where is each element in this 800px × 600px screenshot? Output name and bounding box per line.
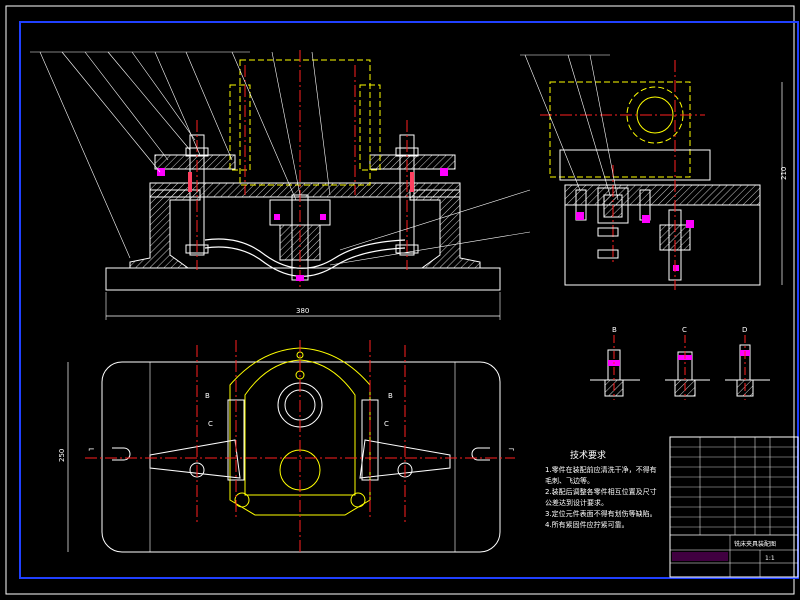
overall-width-dimension: 380: [296, 307, 309, 315]
svg-text:C: C: [208, 420, 213, 428]
notes-title: 技术要求: [570, 449, 606, 461]
note-line-2: 毛刺、飞边等。: [545, 476, 594, 485]
drawing-frame: [19, 21, 799, 579]
note-line-4: 公差达到设计要求。: [545, 498, 608, 507]
title-block-scale: 1:1: [765, 555, 775, 562]
svg-text:B: B: [388, 392, 393, 400]
title-block-title: 铣床夹具装配图: [734, 540, 776, 548]
drawing-border: [5, 5, 795, 595]
svg-text:¬: ¬: [508, 445, 515, 454]
svg-text:⌐: ⌐: [88, 445, 95, 454]
top-view: 250 ⌐ ¬ B B C C: [58, 340, 515, 555]
title-block: 铣床夹具装配图 1:1: [669, 436, 799, 578]
side-view: 210: [520, 54, 788, 290]
section-label-d: D: [742, 326, 747, 334]
section-label-c: C: [682, 326, 687, 334]
note-line-1: 1.零件在装配前应清洗干净，不得有: [545, 465, 657, 474]
section-label-b: B: [612, 326, 617, 334]
note-line-6: 4.所有紧固件应拧紧可靠。: [545, 520, 629, 529]
detail-views: B C D: [590, 326, 770, 400]
technical-notes: 技术要求 1.零件在装配前应清洗干净，不得有 毛刺、飞边等。 2.装配后调整各零…: [545, 449, 657, 529]
front-section-view: 380: [30, 50, 531, 320]
workpiece-curve: [204, 238, 406, 269]
svg-text:B: B: [205, 392, 210, 400]
note-line-5: 3.定位元件表面不得有划伤等缺陷。: [545, 509, 657, 518]
depth-dimension: 250: [58, 449, 66, 462]
svg-text:C: C: [384, 420, 389, 428]
side-height-dimension: 210: [780, 167, 788, 180]
note-line-3: 2.装配后调整各零件相互位置及尺寸: [545, 487, 657, 496]
